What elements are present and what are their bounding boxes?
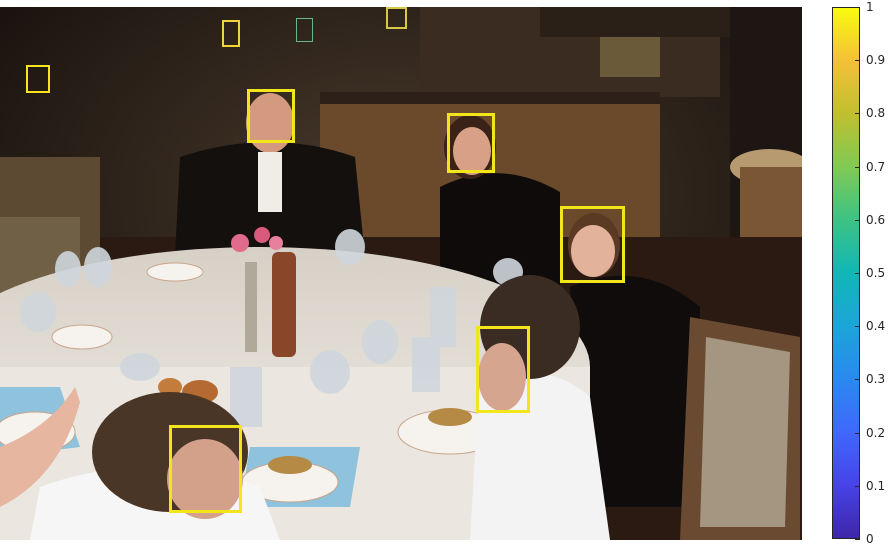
colorbar-tick-label: 1: [866, 0, 874, 14]
colorbar-tick-mark: [855, 433, 860, 434]
colorbar-tick-label: 0.6: [866, 213, 886, 227]
colorbar-tick-mark: [855, 220, 860, 221]
face-box: [296, 18, 313, 42]
face-box: [476, 326, 530, 413]
face-box: [447, 113, 495, 173]
face-box: [222, 20, 240, 47]
colorbar-tick-mark: [855, 326, 860, 327]
colorbar-tick-label: 0.8: [866, 106, 886, 120]
colorbar-tick-mark: [855, 113, 860, 114]
colorbar-tick-mark: [855, 486, 860, 487]
colorbar-tick-label: 0: [866, 532, 874, 546]
dinner-scene: [0, 7, 802, 540]
colorbar-tick-mark: [855, 7, 860, 8]
colorbar-tick-label: 0.7: [866, 160, 886, 174]
colorbar-tick-label: 0.3: [866, 372, 886, 386]
colorbar-tick-mark: [855, 167, 860, 168]
colorbar-tick-label: 0.2: [866, 426, 886, 440]
colorbar-tick-label: 0.5: [866, 266, 886, 280]
face-box: [247, 89, 295, 143]
colorbar-tick-mark: [855, 60, 860, 61]
colorbar-tick-mark: [855, 273, 860, 274]
colorbar-tick-mark: [855, 379, 860, 380]
photo: [0, 7, 802, 540]
face-box: [26, 65, 50, 93]
colorbar-tick-label: 0.1: [866, 479, 886, 493]
colorbar-tick-label: 0.9: [866, 53, 886, 67]
face-box: [386, 7, 407, 29]
face-box: [169, 425, 242, 513]
face-box: [560, 206, 625, 283]
colorbar-tick-label: 0.4: [866, 319, 886, 333]
colorbar-tick-mark: [855, 539, 860, 540]
